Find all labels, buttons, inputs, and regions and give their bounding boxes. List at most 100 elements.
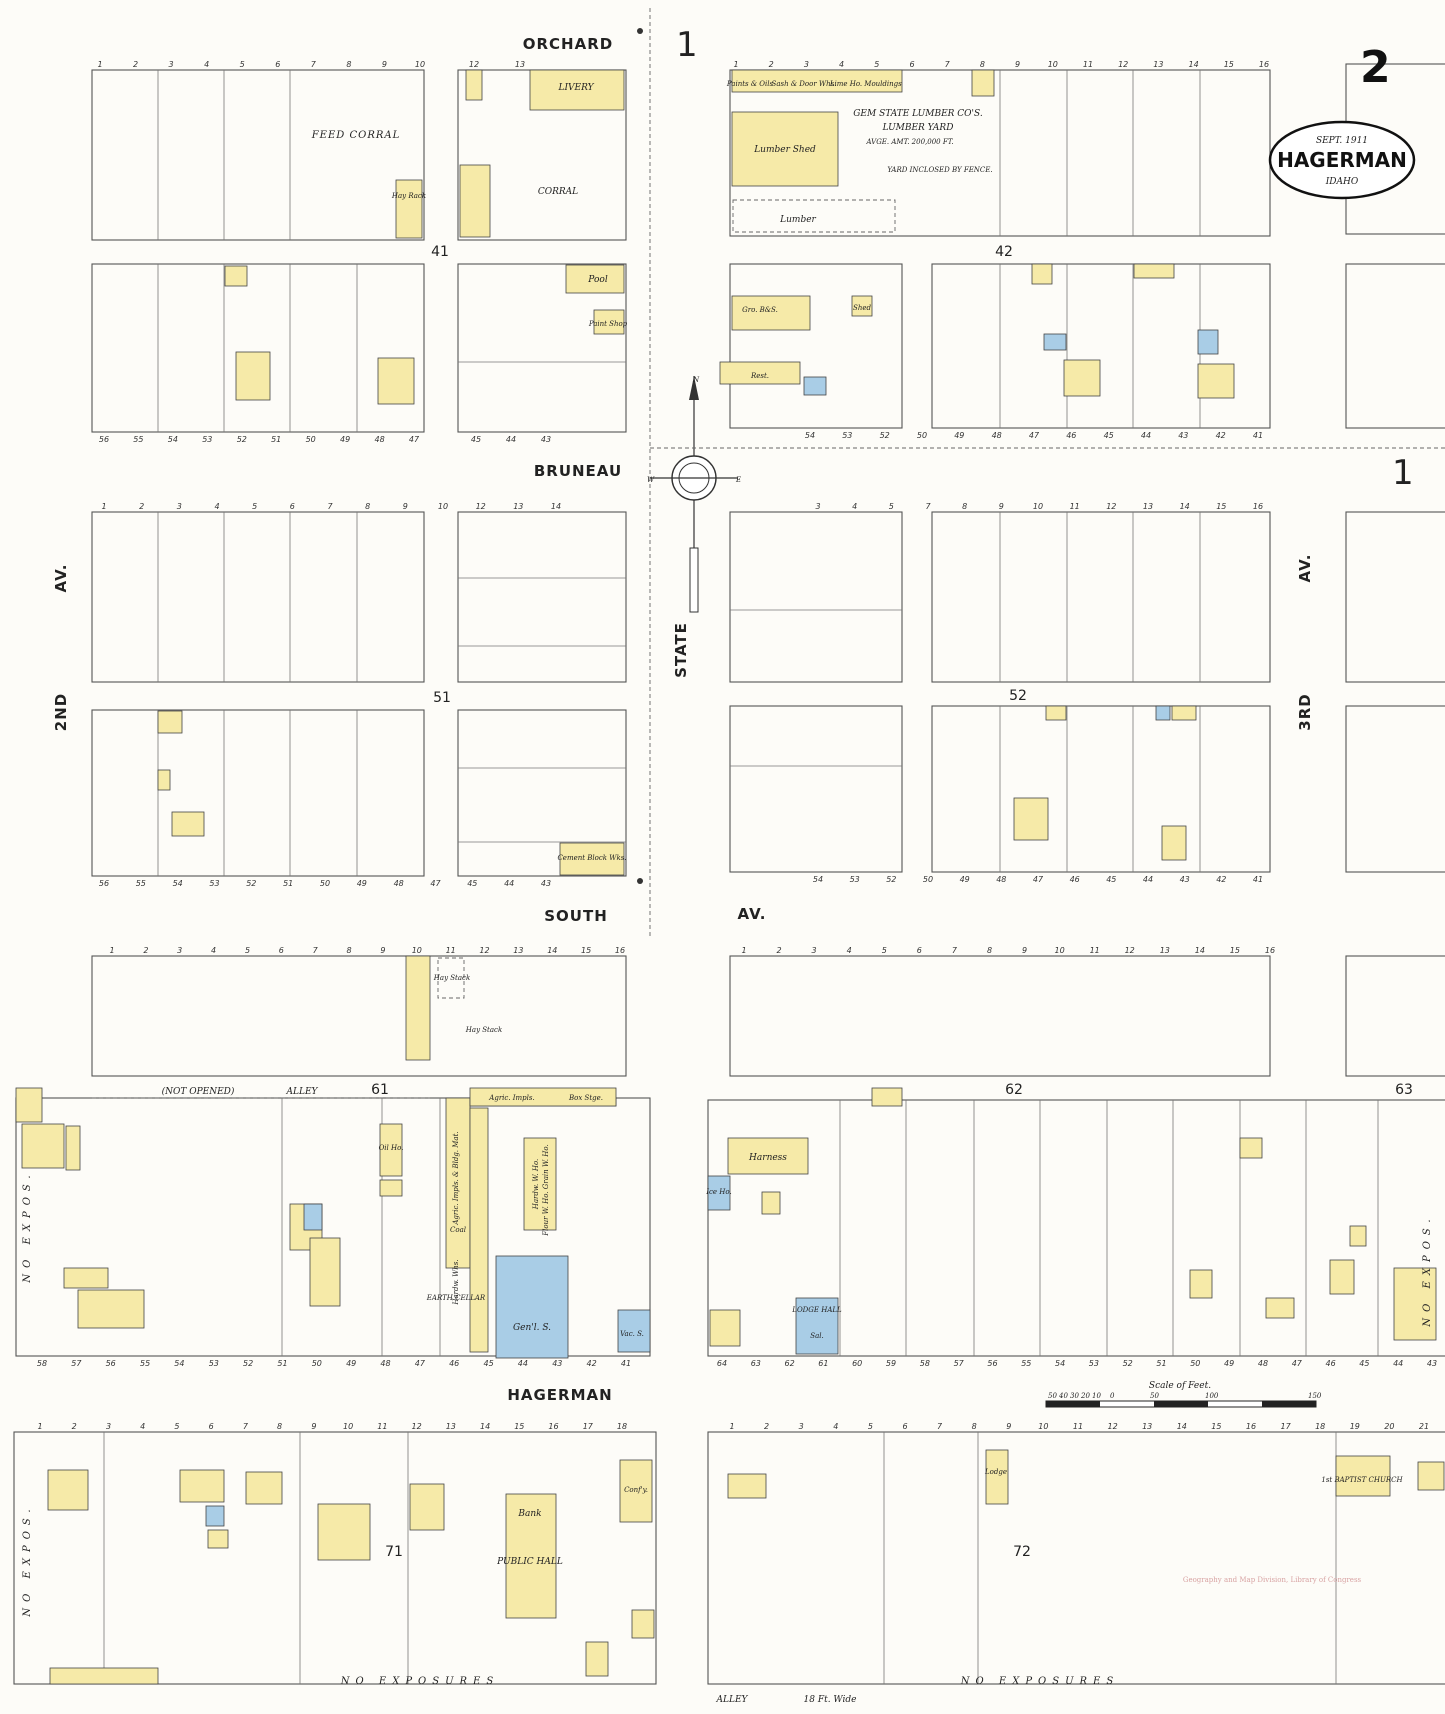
lot-number: 44 bbox=[504, 879, 514, 888]
lot-number: 6 bbox=[909, 60, 914, 69]
label-coal: Coal bbox=[450, 1226, 466, 1234]
lot-number: 53 bbox=[202, 435, 212, 444]
lot-number: 21 bbox=[1419, 1422, 1429, 1431]
lot-number: 6 bbox=[209, 1422, 214, 1431]
lot-number: 48 bbox=[992, 431, 1002, 440]
label-harness: Harness bbox=[748, 1153, 787, 1163]
lot-number: 9 bbox=[999, 502, 1004, 511]
lot-number: 12 bbox=[469, 60, 479, 69]
label-paints: Paints & Oils bbox=[726, 80, 774, 88]
lot-number: 13 bbox=[513, 502, 523, 511]
label-hay-stack-2: Hay Stack bbox=[465, 1026, 502, 1034]
lot-number: 13 bbox=[1153, 60, 1163, 69]
lot-number: 46 bbox=[1066, 431, 1076, 440]
lot-number: 51 bbox=[283, 879, 293, 888]
block-number-41: 41 bbox=[431, 244, 449, 260]
lot-number: 48 bbox=[1258, 1359, 1268, 1368]
lot-number: 9 bbox=[1022, 946, 1027, 955]
lot-number: 6 bbox=[275, 60, 280, 69]
label-mouldings: Mouldings bbox=[863, 80, 902, 88]
lot-number: 7 bbox=[952, 946, 958, 955]
label-saloon: Sal. bbox=[810, 1332, 823, 1340]
label-no-expos-61: NO EXPOS. bbox=[22, 1169, 33, 1283]
lot-number: 52 bbox=[237, 435, 247, 444]
lot-number: 1 bbox=[101, 502, 106, 511]
label-lime-ho: Lime Ho. bbox=[829, 80, 862, 88]
lot-number: 50 bbox=[1190, 1359, 1200, 1368]
scale-ticks: 50 40 30 20 10 0 50 100 150 bbox=[1048, 1392, 1322, 1400]
lot-number: 57 bbox=[71, 1359, 82, 1368]
lot-number: 4 bbox=[140, 1422, 145, 1431]
lot-number: 15 bbox=[514, 1422, 524, 1431]
label-vacant-store-61: Vac. S. bbox=[620, 1330, 644, 1338]
block-number-52: 52 bbox=[1009, 688, 1027, 704]
lot-number: 53 bbox=[850, 875, 860, 884]
lot-number: 5 bbox=[868, 1422, 873, 1431]
lot-number: 7 bbox=[945, 60, 951, 69]
lot-number: 9 bbox=[311, 1422, 316, 1431]
lot-number: 19 bbox=[1350, 1422, 1360, 1431]
lot-number: 14 bbox=[1177, 1422, 1187, 1431]
lot-number: 9 bbox=[1006, 1422, 1011, 1431]
block-number-51: 51 bbox=[433, 690, 451, 706]
block-71 bbox=[13, 1431, 657, 1685]
lot-number: 55 bbox=[140, 1359, 150, 1368]
label-no-expos-72: NO EXPOS. bbox=[1422, 1213, 1433, 1327]
label-agric-impls-bldg: Agric. Impls. & Bldg. Mat. bbox=[452, 1131, 460, 1225]
lot-number: 15 bbox=[1211, 1422, 1221, 1431]
lot-number: 45 bbox=[484, 1359, 494, 1368]
lot-number: 50 bbox=[917, 431, 927, 440]
block-number-61: 61 bbox=[371, 1082, 389, 1098]
lot-number: 4 bbox=[204, 60, 209, 69]
lot-number: 7 bbox=[937, 1422, 943, 1431]
label-agric-impls: Agric. Impls. bbox=[488, 1094, 534, 1102]
label-ice-ho: Ice Ho. bbox=[705, 1188, 731, 1196]
label-lodge-hall: LODGE HALL bbox=[791, 1306, 842, 1314]
lot-number: 63 bbox=[751, 1359, 761, 1368]
label-hardw-ho: Hardw. W. Ho. bbox=[532, 1159, 540, 1211]
label-alley-bottom: ALLEY bbox=[716, 1695, 749, 1705]
page-number: 2 bbox=[1360, 42, 1391, 93]
lot-number: 50 bbox=[306, 435, 316, 444]
lot-number: 5 bbox=[240, 60, 245, 69]
lot-number: 48 bbox=[380, 1359, 390, 1368]
lot-number: 10 bbox=[1055, 946, 1065, 955]
lot-number: 4 bbox=[852, 502, 857, 511]
lot-number: 46 bbox=[1326, 1359, 1336, 1368]
lot-number: 57 bbox=[954, 1359, 965, 1368]
lot-number: 2 bbox=[769, 60, 774, 69]
lot-number: 15 bbox=[581, 946, 591, 955]
lot-number: 50 bbox=[312, 1359, 322, 1368]
lot-number: 55 bbox=[1021, 1359, 1031, 1368]
block-number-63: 63 bbox=[1395, 1082, 1413, 1098]
lot-number: 42 bbox=[1216, 875, 1226, 884]
block-number-42: 42 bbox=[995, 244, 1013, 260]
title-cartouche bbox=[1268, 120, 1416, 200]
label-corral: CORRAL bbox=[538, 187, 578, 197]
lot-number: 10 bbox=[1038, 1422, 1048, 1431]
lot-number: 12 bbox=[476, 502, 486, 511]
lot-number: 18 bbox=[1315, 1422, 1325, 1431]
block-51 bbox=[91, 511, 627, 877]
lot-number: 15 bbox=[1216, 502, 1226, 511]
lot-number: 13 bbox=[1160, 946, 1170, 955]
street-bruneau: BRUNEAU bbox=[534, 462, 622, 480]
lot-number: 3 bbox=[799, 1422, 804, 1431]
block-62 bbox=[707, 955, 1445, 1357]
lot-number: 15 bbox=[1230, 946, 1240, 955]
lot-number: 3 bbox=[177, 502, 182, 511]
lot-number: 61 bbox=[818, 1359, 828, 1368]
street-lines bbox=[92, 8, 1445, 1099]
map-date: SEPT. 1911 bbox=[1316, 136, 1368, 146]
lot-number: 3 bbox=[812, 946, 817, 955]
lot-number: 48 bbox=[375, 435, 385, 444]
lot-number: 16 bbox=[1265, 946, 1275, 955]
lot-number: 52 bbox=[1123, 1359, 1133, 1368]
label-lumber-avge: AVGE. AMT. 200,000 FT. bbox=[865, 138, 953, 146]
street-state: STATE bbox=[672, 622, 690, 678]
lot-number: 45 bbox=[1106, 875, 1116, 884]
lot-number: 53 bbox=[842, 431, 852, 440]
lot-number: 54 bbox=[813, 875, 823, 884]
svg-text:E: E bbox=[735, 476, 741, 484]
